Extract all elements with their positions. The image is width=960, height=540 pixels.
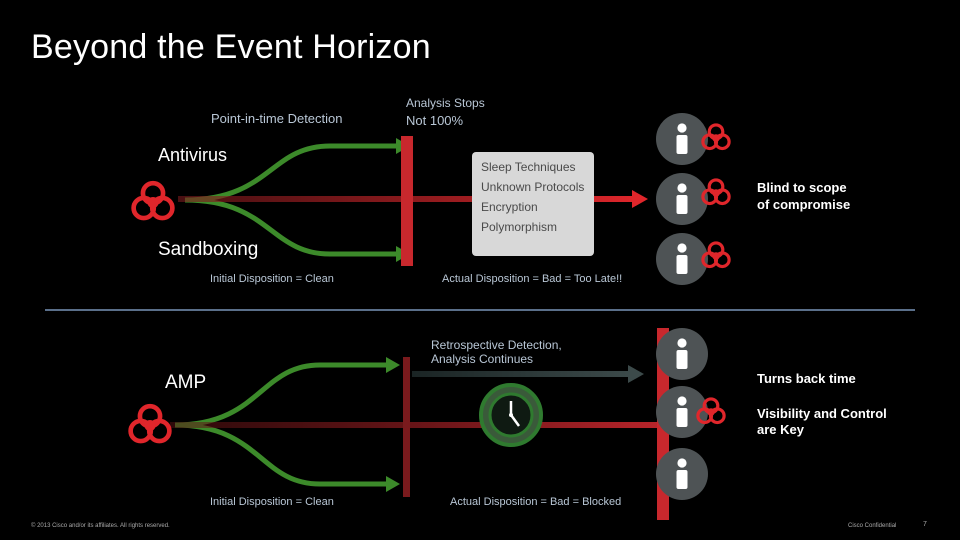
bottom-actual-disposition: Actual Disposition = Bad = Blocked [450,496,622,508]
amp-green-arrow-lower [174,422,388,487]
technique-item: Polymorphism [481,220,558,234]
threat-arrow-head [632,190,648,208]
footer-confidential: Cisco Confidential [848,523,897,529]
technique-item: Sleep Techniques [481,160,576,174]
sandboxing-label: Sandboxing [158,239,259,260]
blind-note-line2: of compromise [757,197,851,212]
not-100-label: Not 100% [406,113,464,128]
clock-icon [479,383,543,447]
retro-label-line1: Retrospective Detection, [431,338,562,352]
amp-arrow-head-upper [386,357,400,373]
sandboxing-green-arrow [184,197,398,257]
retrospective-arrow-head [628,365,644,383]
evasion-techniques-box [472,152,594,256]
amp-threat-line [170,422,660,428]
user-icon [656,233,708,285]
point-in-time-label: Point-in-time Detection [211,111,343,126]
footer-copyright: © 2013 Cisco and/or its affiliates. All … [31,523,170,529]
biohazard-icon [131,406,170,441]
amp-green-arrow-upper [174,362,388,428]
user-icon [656,173,708,225]
biohazard-icon [134,183,173,218]
technique-item: Unknown Protocols [481,180,585,194]
top-actual-disposition: Actual Disposition = Bad = Too Late!! [442,273,623,285]
amp-left-barrier [403,357,410,497]
page-title: Beyond the Event Horizon [31,28,431,66]
turns-back-time-note: Turns back time [757,371,856,386]
retro-label-line2: Analysis Continues [431,352,534,366]
top-barrier [401,136,413,266]
retrospective-arrow [412,371,634,377]
user-icon [656,113,708,165]
amp-arrow-head-lower [386,476,400,492]
top-initial-disposition: Initial Disposition = Clean [210,273,334,285]
blind-note-line1: Blind to scope [757,180,847,195]
bottom-initial-disposition: Initial Disposition = Clean [210,496,334,508]
analysis-stops-label: Analysis Stops [406,96,485,110]
amp-label: AMP [165,372,207,393]
antivirus-label: Antivirus [158,145,228,165]
user-icon [656,328,708,380]
page-number: 7 [923,521,927,528]
technique-item: Encryption [481,200,538,214]
visibility-note-line1: Visibility and Control [757,406,887,421]
visibility-note-line2: are Key [757,422,804,437]
user-icon [656,448,708,500]
